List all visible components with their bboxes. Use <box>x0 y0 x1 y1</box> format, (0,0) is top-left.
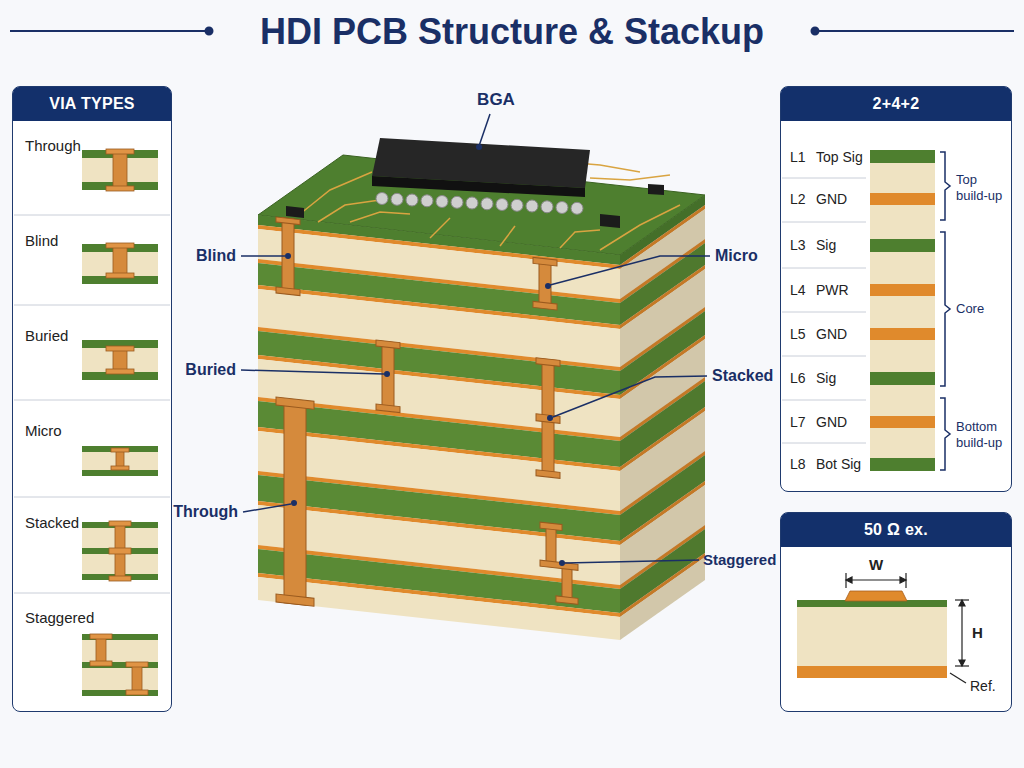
layer-label: Sig <box>816 237 836 254</box>
panel-header: VIA TYPES <box>13 87 171 121</box>
group-label: Bottom build-up <box>956 419 1010 451</box>
via-type-label: Stacked <box>25 514 79 532</box>
callout-label: BGA <box>477 90 515 110</box>
impedance-diagram <box>780 512 1012 712</box>
callout-label: Staggered <box>703 551 776 569</box>
via-type-label: Blind <box>25 232 58 250</box>
panel-header: 2+4+2 <box>781 87 1011 121</box>
layer-label: L7 <box>790 414 806 431</box>
leader-dots <box>285 144 565 566</box>
buried-icon <box>82 340 158 380</box>
layer-label: GND <box>816 191 847 208</box>
callout-label: Micro <box>715 246 758 265</box>
layer-label: L3 <box>790 237 806 254</box>
page-title: HDI PCB Structure & Stackup <box>0 10 1024 54</box>
dimension-label: Ref. <box>970 678 996 695</box>
via-type-label: Buried <box>25 327 68 345</box>
layer-label: L4 <box>790 282 806 299</box>
through-icon <box>82 149 158 191</box>
callout-label: Buried <box>185 360 236 379</box>
group-label: Top build-up <box>956 172 1010 204</box>
micro-icon <box>82 446 158 476</box>
staggered-icon <box>82 634 158 696</box>
layer-label: GND <box>816 326 847 343</box>
via-type-label: Through <box>25 137 81 155</box>
bga-chip <box>372 138 590 214</box>
via-type-label: Micro <box>25 422 62 440</box>
callout-label: Through <box>173 502 238 521</box>
layer-label: L8 <box>790 456 806 473</box>
side-face <box>620 195 705 640</box>
front-face <box>258 215 620 640</box>
layer-label: PWR <box>816 282 849 299</box>
layer-label: L6 <box>790 370 806 387</box>
via-type-label: Staggered <box>25 609 94 627</box>
stacked-icon <box>82 521 158 581</box>
panel-header: 50 Ω ex. <box>781 513 1011 547</box>
layer-label: L5 <box>790 326 806 343</box>
layer-label: Bot Sig <box>816 456 861 473</box>
callout-label: Blind <box>196 246 236 265</box>
stack-bracket <box>940 152 950 470</box>
pcb-block <box>258 138 705 640</box>
dimension-label: H <box>972 624 983 642</box>
blind-icon <box>82 243 158 284</box>
layer-label: L1 <box>790 149 806 166</box>
dimension-label: W <box>869 556 883 574</box>
layer-label: L2 <box>790 191 806 208</box>
leader-lines <box>241 114 710 563</box>
callout-label: Stacked <box>712 366 773 385</box>
layer-label: GND <box>816 414 847 431</box>
group-label: Core <box>956 301 984 317</box>
via-panel-bg <box>12 86 172 712</box>
layer-label: Sig <box>816 370 836 387</box>
stackup-panel-bg <box>780 86 1012 492</box>
layer-label: Top Sig <box>816 149 863 166</box>
